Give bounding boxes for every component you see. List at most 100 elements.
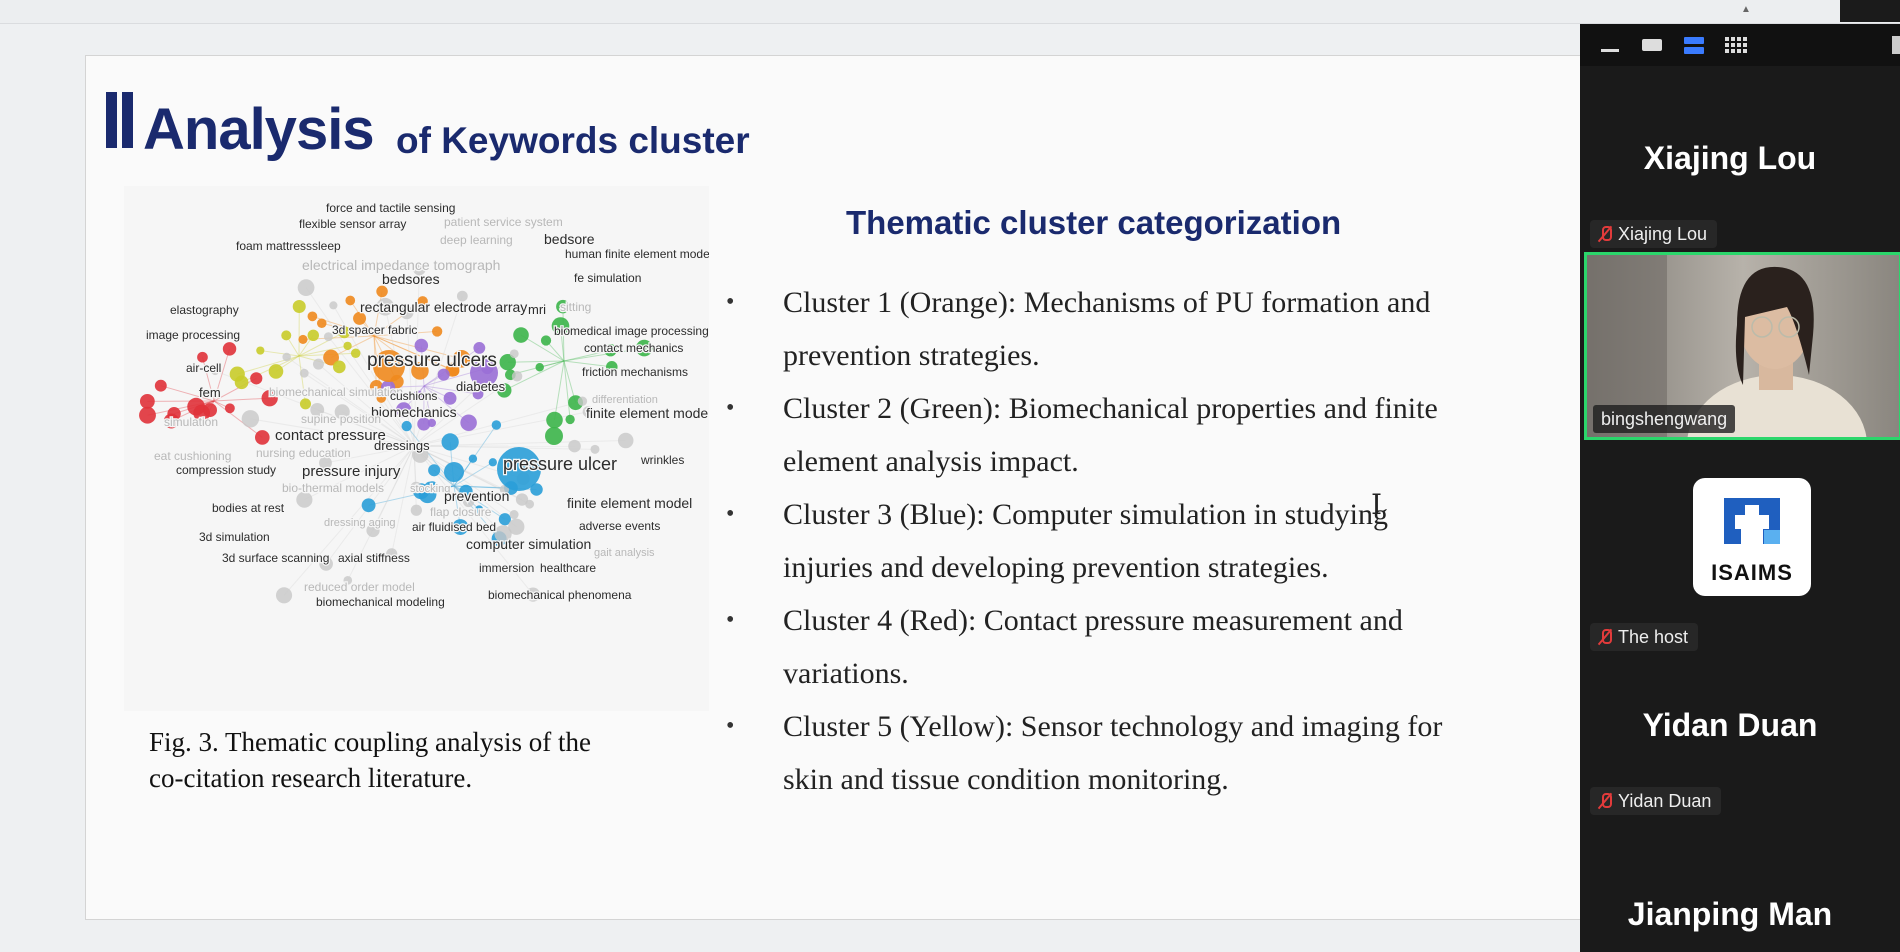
- network-edge: [213, 377, 257, 402]
- network-edge: [391, 445, 415, 554]
- cluster-3-line-1: Cluster 3 (Blue): Computer simulation in…: [783, 498, 1388, 531]
- network-node: [460, 414, 477, 431]
- network-node: [361, 498, 376, 513]
- video-tile-bingshengwang[interactable]: bingshengwang: [1584, 252, 1900, 440]
- network-hub-node: [373, 350, 405, 382]
- network-node: [312, 358, 324, 370]
- text-cursor-icon: I: [1371, 488, 1383, 521]
- network-edge: [413, 445, 504, 535]
- cluster-1-line-2: prevention strategies.: [783, 339, 1040, 372]
- network-node: [400, 305, 414, 320]
- network-label: adverse events: [579, 519, 660, 533]
- network-node: [250, 372, 263, 385]
- network-label: pressure injury: [302, 463, 401, 480]
- panel-edge-control[interactable]: [1892, 36, 1900, 54]
- network-node: [488, 458, 497, 467]
- speaker-view-icon[interactable]: [1640, 36, 1664, 54]
- network-edge: [260, 350, 300, 357]
- network-label: healthcare: [540, 561, 596, 575]
- network-node: [296, 491, 313, 508]
- network-label: bedsores: [382, 271, 440, 287]
- network-node: [332, 360, 346, 374]
- gallery-view-icon[interactable]: [1724, 36, 1748, 54]
- shared-slide: Analysis of Keywords cluster force and t…: [85, 55, 1585, 920]
- network-label: reduced order model: [304, 580, 415, 594]
- network-label: pressure ulcer: [503, 454, 617, 474]
- minimize-icon[interactable]: [1598, 36, 1622, 54]
- network-node: [452, 349, 471, 368]
- host-logo-text: ISAIMS: [1711, 560, 1793, 585]
- network-node: [319, 557, 333, 571]
- network-label: 3d spacer fabric: [332, 323, 417, 337]
- video-name-tag: bingshengwang: [1593, 405, 1736, 433]
- participant-name-xiajing: Xiajing Lou: [1643, 140, 1817, 176]
- participant-name-yidan: Yidan Duan: [1642, 707, 1818, 743]
- network-node: [411, 362, 429, 380]
- network-label: gait analysis: [594, 547, 655, 559]
- cluster-1-line-1: Cluster 1 (Orange): Mechanisms of PU for…: [783, 286, 1431, 319]
- network-edge: [318, 363, 415, 447]
- cluster-4-line-2: variations.: [783, 657, 909, 690]
- network-edge: [160, 385, 215, 402]
- network-edge: [304, 445, 415, 501]
- muted-mic-icon: [1598, 628, 1612, 646]
- network-node: [323, 349, 339, 366]
- network-node: [590, 444, 600, 454]
- scroll-up-arrow-icon[interactable]: ▲: [1741, 4, 1751, 15]
- network-label: biomechanical modeling: [316, 595, 445, 609]
- network-node: [281, 330, 292, 341]
- network-node: [386, 548, 398, 560]
- network-node: [508, 518, 525, 535]
- network-label: finite element modeling: [586, 405, 709, 421]
- network-node: [491, 420, 502, 430]
- network-node: [468, 454, 478, 463]
- network-node: [428, 464, 441, 477]
- network-edge: [563, 349, 611, 362]
- network-hub-node: [545, 427, 563, 445]
- network-node: [635, 339, 653, 357]
- strip-view-icon[interactable]: [1682, 36, 1706, 54]
- network-node: [366, 523, 380, 538]
- cluster-3-line-2: injuries and developing prevention strat…: [783, 551, 1329, 584]
- network-label: prevention: [444, 488, 509, 504]
- network-edge: [303, 372, 415, 447]
- network-node: [187, 397, 205, 416]
- cluster-5-line-1: Cluster 5 (Yellow): Sensor technology an…: [783, 710, 1443, 743]
- network-node: [499, 354, 516, 371]
- network-node: [475, 505, 484, 514]
- cluster-4-line-1: Cluster 4 (Red): Contact pressure measur…: [783, 604, 1403, 637]
- network-node: [443, 391, 457, 405]
- cluster-item-1: Cluster 1 (Orange): Mechanisms of PU for…: [726, 276, 1556, 382]
- network-node: [297, 279, 315, 297]
- network-label: 3d surface scanning: [222, 551, 329, 565]
- network-label: stocking: [410, 483, 450, 495]
- slide-title: Analysis: [143, 97, 375, 162]
- network-node: [525, 499, 535, 509]
- network-label: biomedical image processing: [554, 324, 709, 338]
- muted-mic-icon: [1598, 225, 1612, 243]
- network-node: [234, 375, 249, 390]
- network-label: mri: [528, 302, 546, 317]
- network-edge: [325, 445, 415, 464]
- network-node: [525, 587, 541, 602]
- network-label: differentiation: [592, 394, 658, 406]
- network-edge: [504, 360, 565, 391]
- network-label: simulation: [164, 415, 218, 429]
- network-edge: [298, 345, 348, 357]
- network-node: [222, 342, 237, 356]
- network-edge: [413, 353, 515, 447]
- network-node: [163, 413, 179, 429]
- network-node: [241, 410, 260, 428]
- participant-tag-host: The host: [1590, 623, 1699, 651]
- network-node: [509, 510, 519, 520]
- network-node: [319, 456, 332, 470]
- network-node: [577, 396, 588, 406]
- network-label: compression study: [176, 463, 276, 477]
- network-label: elastography: [170, 303, 239, 317]
- network-node: [396, 402, 412, 418]
- network-label: eat cushioning: [154, 449, 231, 463]
- network-node: [472, 388, 484, 400]
- network-node: [427, 418, 437, 428]
- network-node: [224, 403, 235, 414]
- cluster-item-5: Cluster 5 (Yellow): Sensor technology an…: [726, 700, 1556, 806]
